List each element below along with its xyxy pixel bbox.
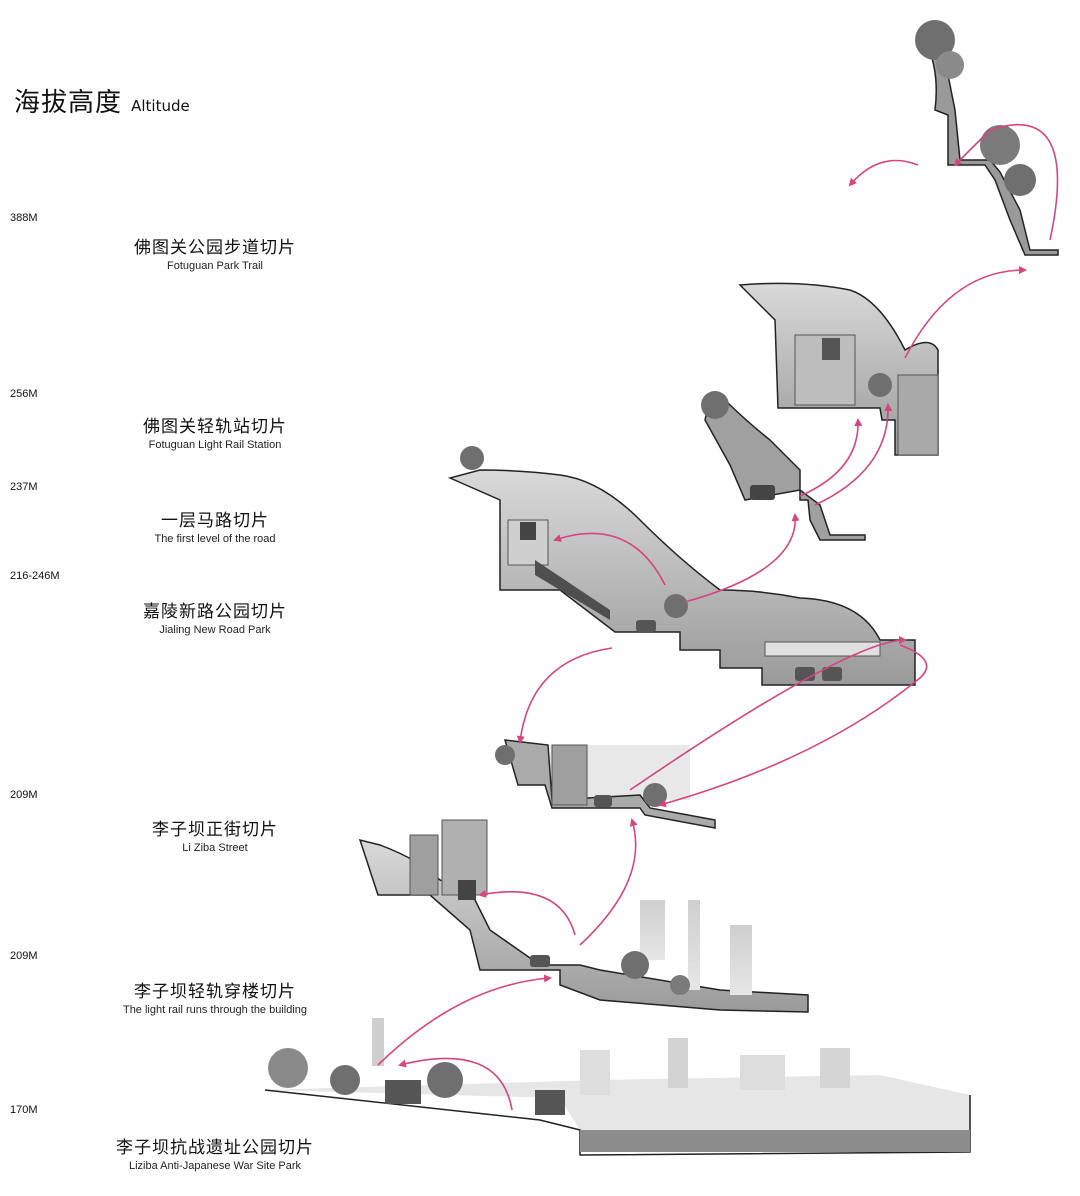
slice-jialing-new-road-park — [447, 446, 916, 686]
altitude-label: 170M — [10, 1104, 38, 1116]
section-title-en: Fotuguan Park Trail — [167, 260, 263, 272]
arrow — [953, 124, 1059, 241]
section-title-en: Fotuguan Light Rail Station — [148, 439, 282, 451]
tree-icon — [980, 125, 1020, 165]
arrow — [799, 418, 863, 497]
section-title-en: The light rail runs through the building — [122, 1004, 308, 1016]
section-title-zh: 佛图关轻轨站切片 — [143, 417, 287, 437]
skyline-building — [820, 1048, 850, 1088]
section-title-zh: 李子坝轻轨穿楼切片 — [134, 982, 296, 1002]
skyline-building — [580, 1050, 610, 1095]
skyline-building — [730, 925, 752, 995]
building-icon — [409, 834, 439, 896]
section-label: 佛图关公园步道切片 Fotuguan Park Trail — [50, 237, 380, 274]
section-title-en: The first level of the road — [154, 533, 276, 545]
arrow — [478, 889, 576, 936]
arrow — [398, 1057, 513, 1111]
skyline-building — [688, 900, 700, 990]
tree-icon — [268, 1048, 308, 1088]
circulation-arrows — [377, 124, 1059, 1111]
altitude-label: 388M — [10, 212, 38, 224]
road-deck — [764, 641, 881, 657]
section-title-zh: 一层马路切片 — [161, 511, 269, 531]
heritage-house-icon — [535, 1090, 565, 1115]
slice-light-rail-station — [738, 282, 939, 456]
skyline-building — [740, 1055, 785, 1090]
arrow — [658, 644, 928, 808]
skyline-building — [640, 900, 665, 960]
tree-icon — [1004, 164, 1036, 196]
section-label: 嘉陵新路公园切片 Jialing New Road Park — [50, 601, 380, 638]
arrow — [814, 403, 893, 506]
arrow — [684, 513, 800, 603]
arrow — [579, 818, 638, 946]
arrow — [629, 636, 907, 791]
tree-icon — [330, 1065, 360, 1095]
arrow — [516, 647, 613, 744]
section-title-zh: 嘉陵新路公园切片 — [143, 602, 287, 622]
slice-park-trail — [915, 20, 1059, 256]
altitude-label: 237M — [10, 481, 38, 493]
header-title-en: Altitude — [131, 97, 190, 115]
car-icon — [750, 485, 775, 500]
tree-icon — [868, 373, 892, 397]
tree-icon — [936, 51, 964, 79]
tree-icon — [701, 391, 729, 419]
car-icon — [636, 620, 656, 632]
arrow — [848, 159, 919, 187]
slice-war-site-park — [264, 1018, 971, 1156]
tree-icon — [664, 594, 688, 618]
arrow — [553, 532, 666, 586]
train-icon — [458, 880, 476, 900]
pavilion-icon — [385, 1080, 421, 1104]
altitude-header: 海拔高度 Altitude — [14, 82, 190, 119]
train-icon — [520, 522, 536, 540]
tree-icon — [915, 20, 955, 60]
building-icon — [551, 744, 588, 806]
section-title-zh: 李子坝抗战遗址公园切片 — [116, 1138, 314, 1158]
section-label: 李子坝轻轨穿楼切片 The light rail runs through th… — [50, 981, 380, 1018]
car-icon — [594, 795, 612, 807]
arrow — [904, 266, 1027, 359]
skyline-building — [372, 1018, 384, 1066]
altitude-label: 209M — [10, 789, 38, 801]
section-title-zh: 李子坝正街切片 — [152, 820, 278, 840]
altitude-label: 209M — [10, 950, 38, 962]
arrow — [377, 974, 552, 1066]
section-label: 李子坝抗战遗址公园切片 Liziba Anti-Japanese War Sit… — [50, 1137, 380, 1174]
header-title-zh: 海拔高度 — [14, 88, 123, 118]
tree-icon — [670, 975, 690, 995]
altitude-label: 216-246M — [10, 570, 60, 582]
section-title-en: Liziba Anti-Japanese War Site Park — [128, 1160, 301, 1172]
building-icon — [897, 374, 939, 456]
section-title-en: Li Ziba Street — [182, 842, 248, 854]
tree-icon — [621, 951, 649, 979]
slice-first-level-road — [701, 391, 866, 541]
car-icon — [822, 667, 842, 681]
section-label: 李子坝正街切片 Li Ziba Street — [50, 819, 380, 856]
section-title-en: Jialing New Road Park — [159, 624, 271, 636]
section-title-zh: 佛图关公园步道切片 — [134, 238, 296, 258]
slice-li-ziba-street — [495, 739, 716, 829]
tree-icon — [460, 446, 484, 470]
tree-icon — [495, 745, 515, 765]
altitude-label: 256M — [10, 388, 38, 400]
tree-icon — [427, 1062, 463, 1098]
train-icon — [822, 338, 840, 360]
car-icon — [530, 955, 550, 967]
slice-light-rail-through-building — [358, 819, 809, 1013]
skyline-building — [668, 1038, 688, 1088]
section-label: 一层马路切片 The first level of the road — [50, 510, 380, 547]
section-label: 佛图关轻轨站切片 Fotuguan Light Rail Station — [50, 416, 380, 453]
